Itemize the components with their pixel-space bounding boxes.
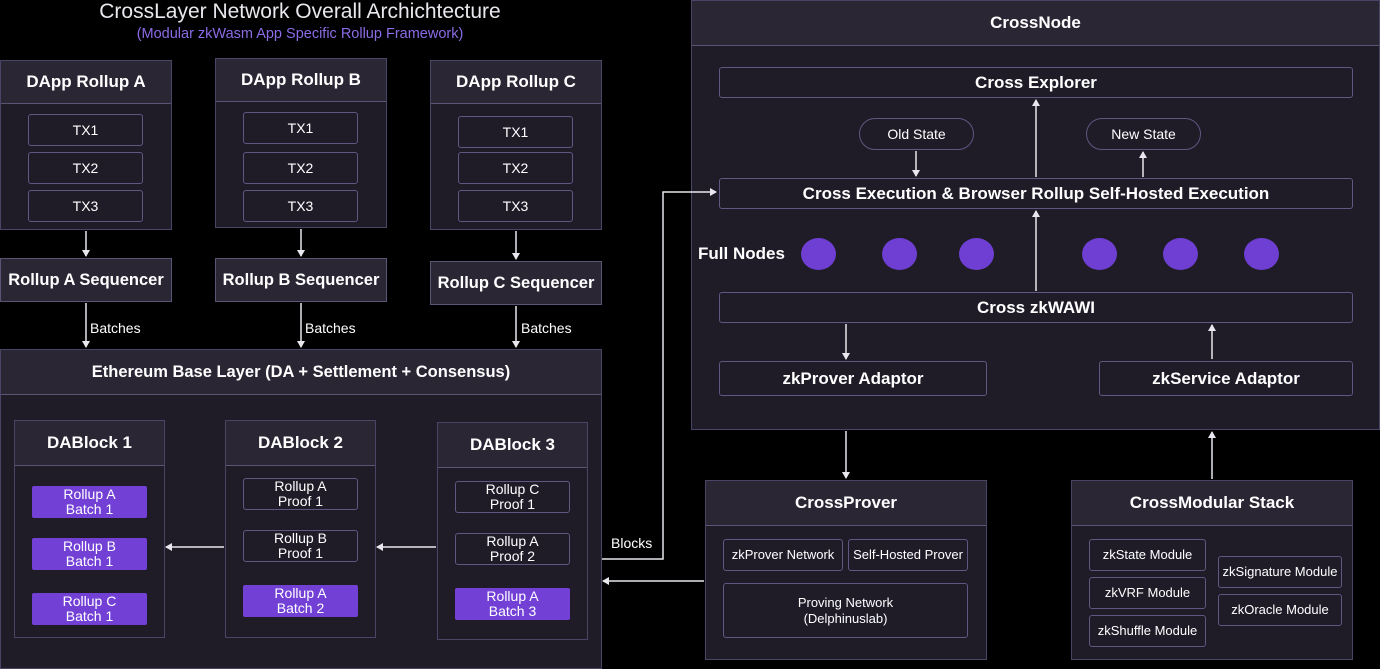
full-node-5: [1163, 238, 1198, 270]
dablock-3-item-1: Rollup C Proof 1: [455, 481, 570, 513]
dablock-3-item-3: Rollup A Batch 3: [455, 588, 570, 620]
dablock-2-item-2: Rollup B Proof 1: [243, 530, 358, 562]
batches-label-b: Batches: [305, 320, 356, 336]
full-node-4: [1082, 238, 1117, 270]
dablock-1-item-1: Rollup A Batch 1: [32, 486, 147, 518]
rollup-c-tx2: TX2: [458, 152, 573, 184]
rollup-b-tx2: TX2: [243, 152, 358, 184]
zkstate-module: zkState Module: [1089, 539, 1206, 571]
rollup-b-tx1: TX1: [243, 112, 358, 144]
rollup-b-title: DApp Rollup B: [216, 59, 386, 102]
dablock-3-title: DABlock 3: [438, 423, 587, 468]
proving-network-label: Proving Network: [797, 594, 894, 610]
dablock-2-item-3: Rollup A Batch 2: [243, 585, 358, 617]
full-node-6: [1244, 238, 1279, 270]
full-nodes-label: Full Nodes: [698, 244, 785, 263]
rollup-a-tx3: TX3: [28, 190, 143, 222]
zkprover-adaptor: zkProver Adaptor: [719, 361, 987, 396]
page-subtitle: (Modular zkWasm App Specific Rollup Fram…: [136, 26, 464, 42]
self-hosted-prover: Self-Hosted Prover: [848, 539, 968, 571]
zkshuffle-module: zkShuffle Module: [1089, 615, 1206, 647]
dablock-1-item-3: Rollup C Batch 1: [32, 593, 147, 625]
full-node-1: [801, 238, 836, 270]
dablock-1-title: DABlock 1: [15, 421, 164, 466]
zkservice-adaptor: zkService Adaptor: [1099, 361, 1353, 396]
cross-explorer: Cross Explorer: [719, 67, 1353, 98]
rollup-a-sequencer: Rollup A Sequencer: [0, 258, 172, 302]
rollup-a-title: DApp Rollup A: [1, 61, 171, 104]
ethereum-title: Ethereum Base Layer (DA + Settlement + C…: [1, 350, 601, 395]
zkvrf-module: zkVRF Module: [1089, 577, 1206, 609]
proving-network-sub: (Delphinuslab): [803, 610, 888, 626]
rollup-c-title: DApp Rollup C: [431, 61, 601, 104]
full-node-2: [882, 238, 917, 270]
dablock-2-item-1: Rollup A Proof 1: [243, 478, 358, 510]
rollup-c-tx1: TX1: [458, 116, 573, 148]
rollup-c-sequencer: Rollup C Sequencer: [430, 261, 602, 305]
cross-zkwawi: Cross zkWAWI: [719, 292, 1353, 323]
dablock-1-item-2: Rollup B Batch 1: [32, 538, 147, 570]
zkprover-network: zkProver Network: [723, 539, 843, 571]
zksignature-module: zkSignature Module: [1218, 556, 1342, 588]
dablock-2-title: DABlock 2: [226, 421, 375, 466]
batches-label-a: Batches: [90, 320, 141, 336]
new-state: New State: [1086, 118, 1201, 150]
rollup-b-sequencer: Rollup B Sequencer: [215, 258, 387, 302]
blocks-label: Blocks: [611, 535, 653, 551]
rollup-a-tx1: TX1: [28, 114, 143, 146]
proving-network: Proving Network (Delphinuslab): [723, 583, 968, 638]
old-state: Old State: [859, 118, 974, 150]
crossprover-title: CrossProver: [706, 481, 986, 526]
crossnode-title: CrossNode: [692, 1, 1379, 46]
dablock-3-item-2: Rollup A Proof 2: [455, 533, 570, 565]
crossmodular-title: CrossModular Stack: [1072, 481, 1352, 526]
full-node-3: [959, 238, 994, 270]
rollup-c-tx3: TX3: [458, 190, 573, 222]
rollup-a-tx2: TX2: [28, 152, 143, 184]
zkoracle-module: zkOracle Module: [1218, 594, 1342, 626]
batches-label-c: Batches: [521, 320, 572, 336]
rollup-b-tx3: TX3: [243, 190, 358, 222]
page-title: CrossLayer Network Overall Archichtectur…: [99, 0, 501, 23]
cross-execution: Cross Execution & Browser Rollup Self-Ho…: [719, 178, 1353, 209]
